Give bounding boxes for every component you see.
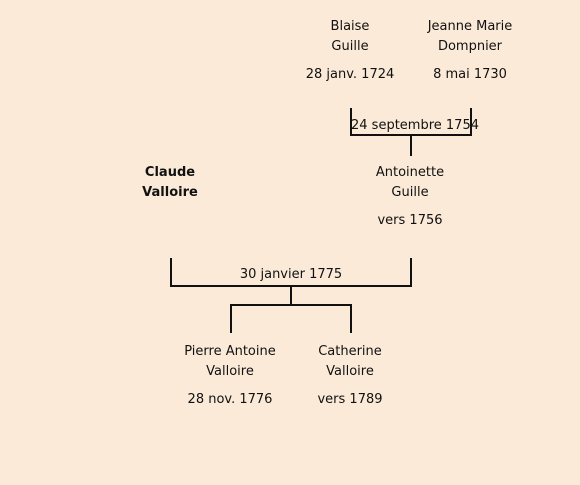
person-antoinette-guille[interactable]: Antoinette Guille vers 1756 — [330, 163, 490, 231]
person-last-name: Valloire — [326, 364, 374, 379]
person-first-name: Blaise — [330, 19, 370, 34]
person-first-name: Catherine — [318, 344, 382, 359]
person-first-name: Claude — [144, 165, 196, 180]
person-pierre-antoine-valloire[interactable]: Pierre Antoine Valloire 28 nov. 1776 — [150, 342, 310, 410]
person-birth-date: 28 nov. 1776 — [187, 392, 273, 407]
person-last-name: Guille — [391, 185, 429, 200]
connector-line — [410, 258, 412, 287]
person-last-name: Guille — [331, 39, 369, 54]
connector-line — [350, 134, 472, 136]
person-birth-date: 8 mai 1730 — [433, 67, 507, 82]
person-birth-date: 28 janv. 1724 — [305, 67, 395, 82]
person-first-name: Pierre Antoine — [184, 344, 276, 359]
connector-line — [350, 304, 352, 333]
marriage-date: 30 janvier 1775 — [239, 267, 343, 282]
person-first-name: Antoinette — [375, 165, 445, 180]
person-birth-date: vers 1789 — [317, 392, 383, 407]
person-last-name: Valloire — [206, 364, 254, 379]
person-catherine-valloire[interactable]: Catherine Valloire vers 1789 — [270, 342, 430, 410]
connector-line — [350, 108, 352, 136]
person-last-name: Dompnier — [437, 39, 503, 54]
connector-line — [230, 304, 352, 306]
person-birth-date: vers 1756 — [377, 213, 443, 228]
connector-line — [410, 136, 412, 156]
marriage-date: 24 septembre 1754 — [351, 118, 479, 133]
connector-line — [170, 285, 412, 287]
person-jeanne-marie-dompnier[interactable]: Jeanne Marie Dompnier 8 mai 1730 — [390, 17, 550, 85]
connector-line — [290, 287, 292, 306]
person-claude-valloire[interactable]: Claude Valloire — [90, 163, 250, 203]
connector-line — [470, 108, 472, 136]
connector-line — [170, 258, 172, 287]
person-blaise-guille[interactable]: Blaise Guille 28 janv. 1724 — [270, 17, 430, 85]
person-last-name: Valloire — [142, 185, 198, 200]
person-first-name: Jeanne Marie — [427, 19, 513, 34]
connector-line — [230, 304, 232, 333]
